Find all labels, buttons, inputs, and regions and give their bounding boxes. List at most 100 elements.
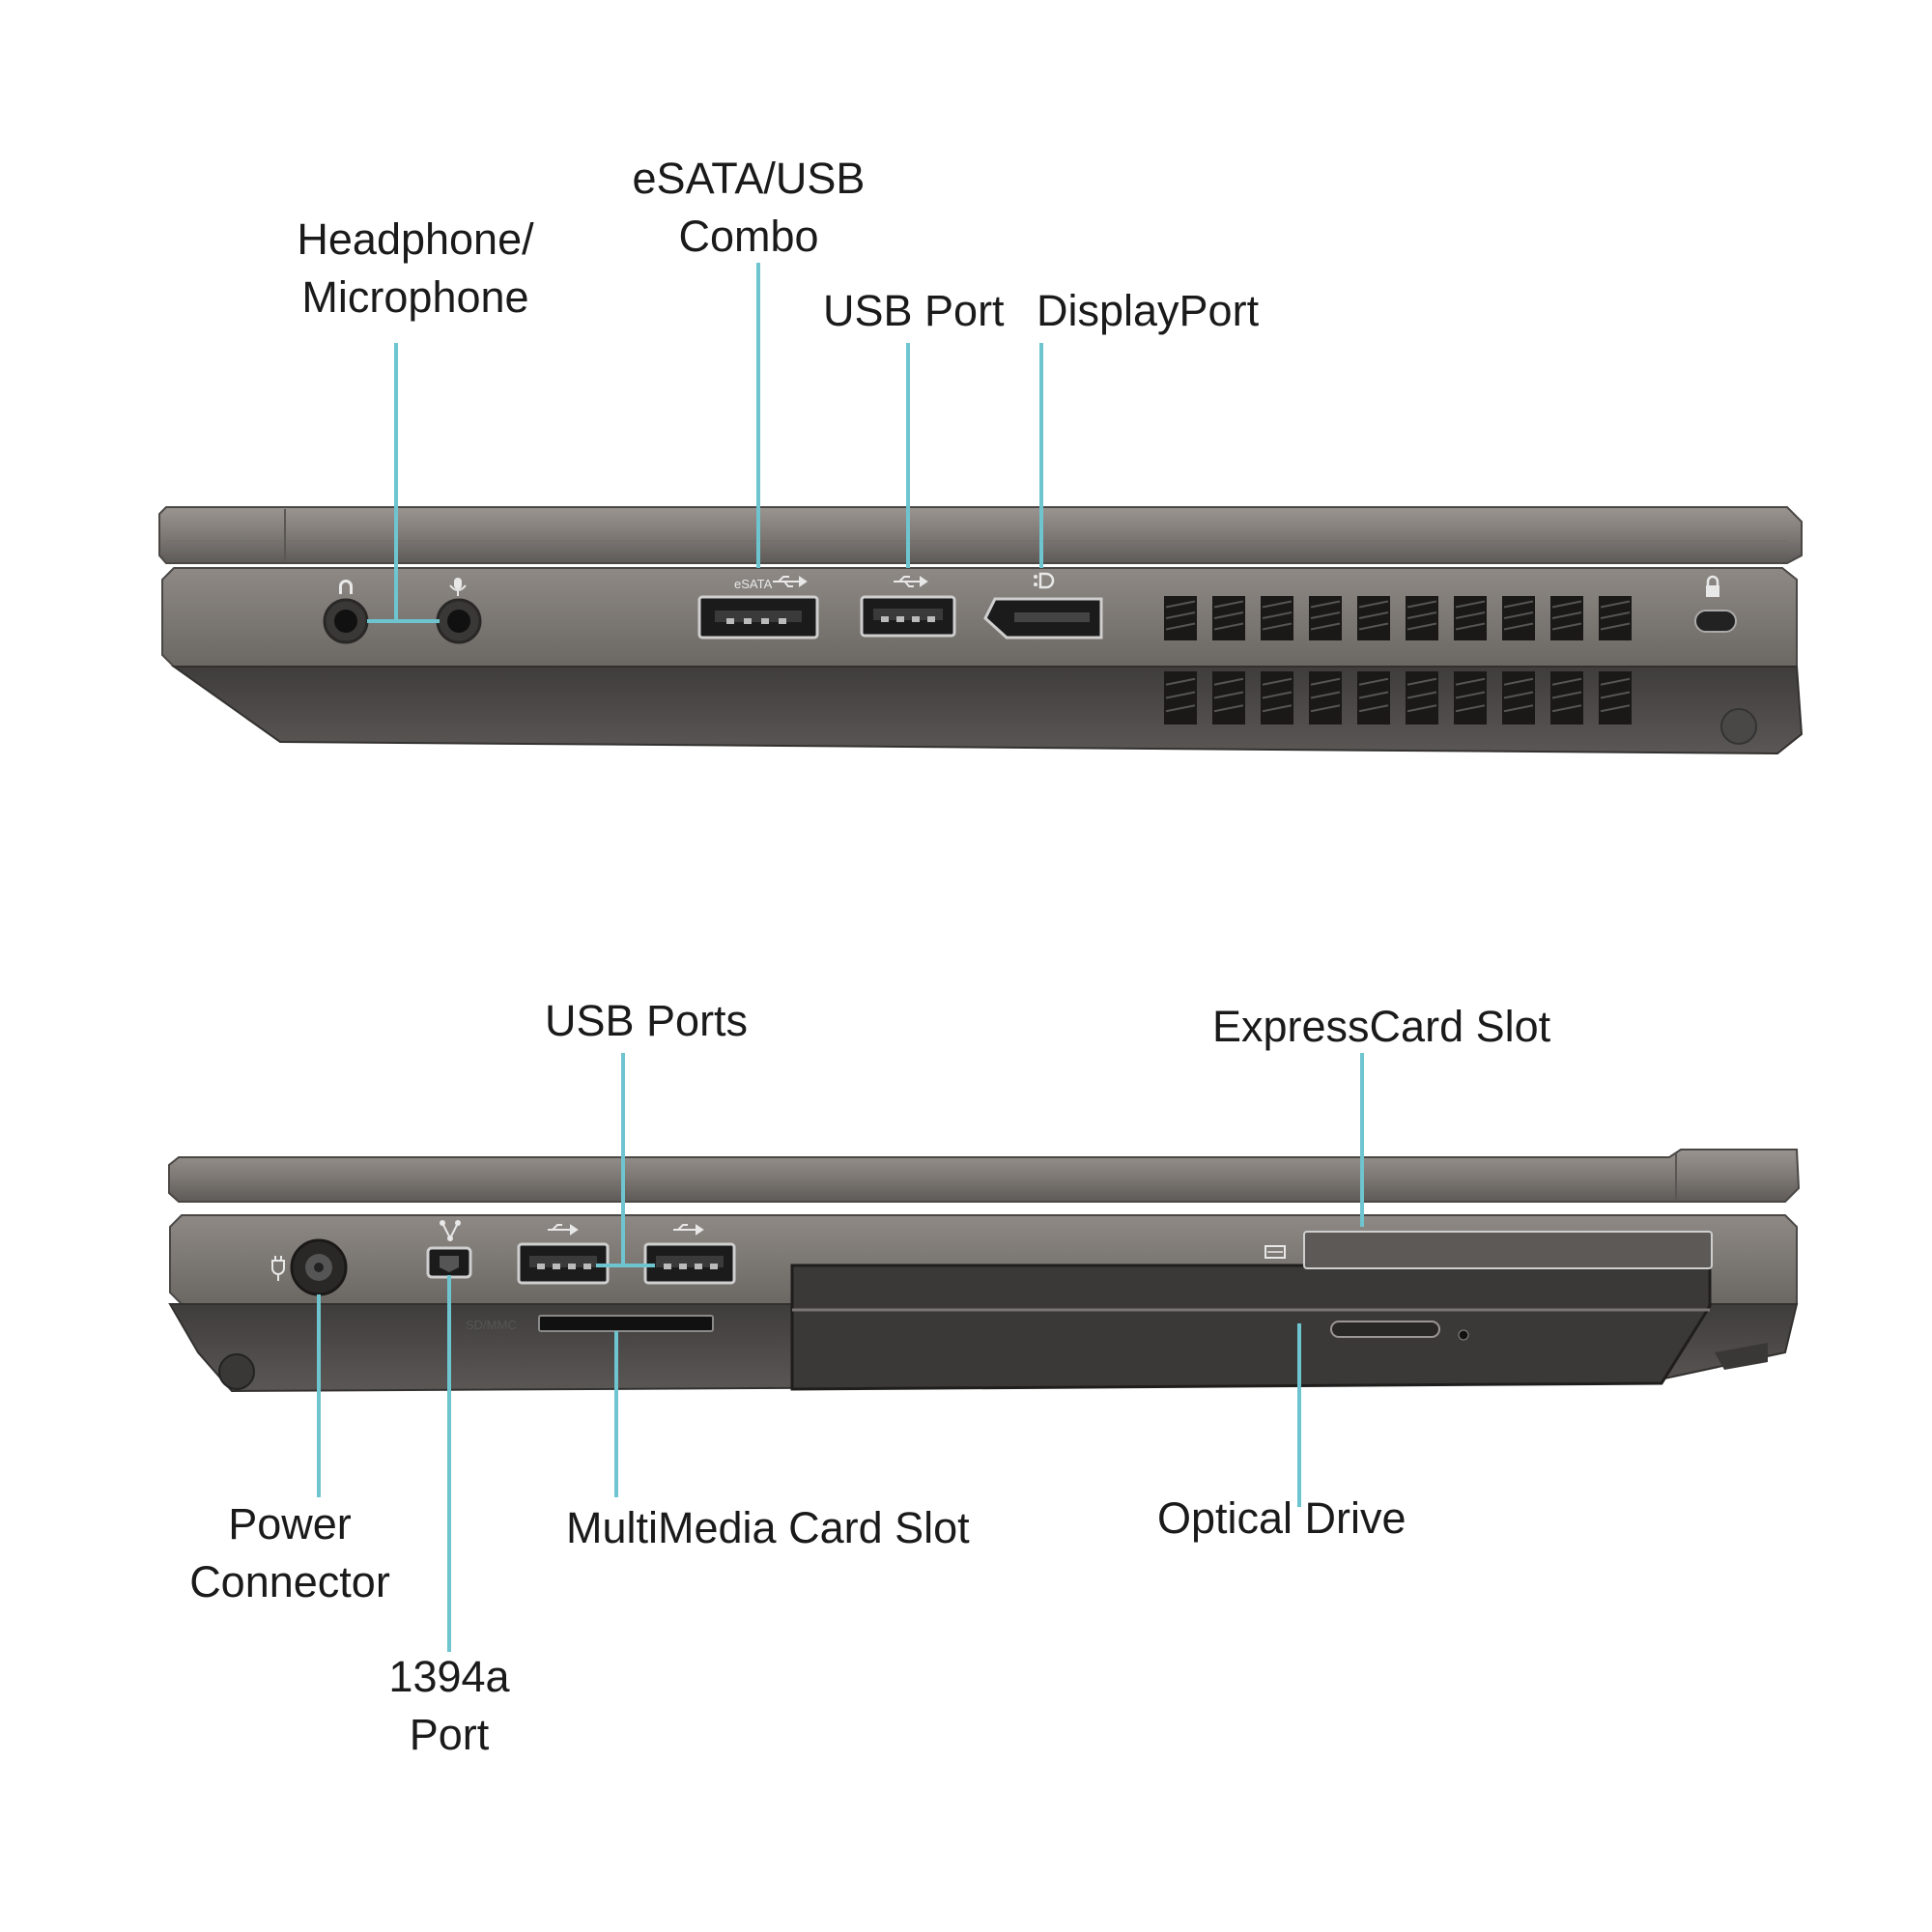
vent-fin — [1213, 622, 1244, 631]
leader-lines-bottom — [317, 1053, 1364, 1652]
vent-fin — [1165, 622, 1196, 631]
lid — [158, 506, 1803, 564]
vent-fin — [1213, 677, 1244, 686]
vent-fin — [1310, 622, 1341, 631]
vent-fin — [1551, 611, 1582, 619]
vent-fin — [1262, 704, 1293, 713]
vent-fin — [1310, 611, 1341, 619]
vent-fin — [1503, 677, 1534, 686]
lid — [168, 1149, 1801, 1203]
label-esata-usb-combo: eSATA/USB Combo — [632, 154, 866, 261]
vent-fin — [1503, 600, 1534, 609]
vent-fin — [1551, 600, 1582, 609]
vent-fin — [1455, 611, 1486, 619]
vent-fin — [1455, 600, 1486, 609]
vent-fin — [1358, 677, 1389, 686]
power-connector[interactable] — [290, 1238, 348, 1296]
vent-fin — [1310, 677, 1341, 686]
vent-fin — [1551, 691, 1582, 699]
vent-fin — [1406, 691, 1437, 699]
expresscard-icon — [1264, 1245, 1286, 1259]
usb-icon — [548, 1224, 704, 1236]
displayport-port[interactable] — [983, 597, 1103, 639]
vent-fin — [1551, 622, 1582, 631]
label-usb-ports: USB Ports — [545, 996, 749, 1045]
vent-fin — [1262, 677, 1293, 686]
laptop-left-side: SD/MMC — [168, 1149, 1801, 1393]
firewire-icon — [440, 1220, 461, 1241]
vent-fin — [1262, 611, 1293, 619]
vent-fin — [1310, 600, 1341, 609]
vent-fin — [1600, 622, 1631, 631]
vent-fin — [1165, 704, 1196, 713]
vent-fin — [1165, 611, 1196, 619]
label-optical-drive: Optical Drive — [1157, 1493, 1406, 1543]
security-lock-slot[interactable] — [1694, 610, 1737, 633]
vent-fin — [1406, 600, 1437, 609]
vent-fin — [1600, 691, 1631, 699]
vent-fin — [1503, 611, 1534, 619]
label-displayport: DisplayPort — [1037, 286, 1260, 335]
usb-port[interactable] — [860, 595, 956, 638]
lock-icon — [1706, 575, 1719, 597]
card-reader-marking: SD/MMC — [466, 1318, 517, 1332]
vent-fin — [1213, 611, 1244, 619]
label-multimedia-card-slot: MultiMedia Card Slot — [566, 1503, 970, 1552]
vent-fin — [1213, 600, 1244, 609]
vent-fin — [1503, 622, 1534, 631]
usb-port-1[interactable] — [517, 1242, 610, 1285]
vent-fin — [1455, 622, 1486, 631]
vent-fin — [1455, 704, 1486, 713]
usb-icon — [773, 576, 808, 587]
vent-fin — [1600, 677, 1631, 686]
optical-drive[interactable] — [790, 1264, 1712, 1391]
vent-fin — [1406, 704, 1437, 713]
label-usb-port: USB Port — [823, 286, 1005, 335]
firewire-1394a-port[interactable] — [426, 1246, 472, 1279]
vent-fin — [1310, 691, 1341, 699]
vent-fin — [1406, 622, 1437, 631]
vent-fin — [1551, 677, 1582, 686]
vent-fin — [1600, 704, 1631, 713]
vent-fin — [1213, 691, 1244, 699]
vent-fin — [1600, 611, 1631, 619]
vent-fin — [1358, 622, 1389, 631]
eject-button[interactable] — [1330, 1321, 1440, 1338]
expresscard-slot[interactable] — [1303, 1231, 1713, 1269]
vent-fin — [1358, 611, 1389, 619]
displayport-icon — [1034, 572, 1055, 589]
vent-fin — [1310, 704, 1341, 713]
esata-usb-port[interactable] — [697, 595, 819, 639]
headphone-icon — [339, 580, 353, 594]
vent-fin — [1503, 704, 1534, 713]
vent-fin — [1455, 677, 1486, 686]
label-1394a-port: 1394a Port — [388, 1652, 510, 1759]
multimedia-card-slot[interactable] — [538, 1315, 714, 1332]
microphone-jack[interactable] — [436, 598, 482, 644]
cooling-vents — [1164, 596, 1632, 724]
power-icon — [271, 1256, 285, 1281]
usb-port-2[interactable] — [643, 1242, 736, 1285]
vent-fin — [1262, 691, 1293, 699]
esata-marking: eSATA — [734, 577, 773, 591]
chassis-base — [170, 666, 1804, 755]
vent-fin — [1551, 704, 1582, 713]
vent-fin — [1406, 611, 1437, 619]
vent-fin — [1503, 691, 1534, 699]
vent-fin — [1406, 677, 1437, 686]
vent-fin — [1165, 600, 1196, 609]
usb-icon — [894, 576, 928, 587]
vent-fin — [1600, 600, 1631, 609]
vent-fin — [1358, 691, 1389, 699]
vent-fin — [1165, 677, 1196, 686]
vent-fin — [1455, 691, 1486, 699]
label-expresscard-slot: ExpressCard Slot — [1212, 1002, 1551, 1051]
laptop-right-side: eSATA — [158, 506, 1804, 755]
label-headphone-microphone: Headphone/ Microphone — [297, 214, 534, 322]
leader-lines-top — [367, 263, 1043, 623]
headphone-jack[interactable] — [323, 598, 369, 644]
label-power-connector: Power Connector — [189, 1499, 390, 1606]
microphone-icon — [449, 578, 467, 596]
vent-fin — [1165, 691, 1196, 699]
